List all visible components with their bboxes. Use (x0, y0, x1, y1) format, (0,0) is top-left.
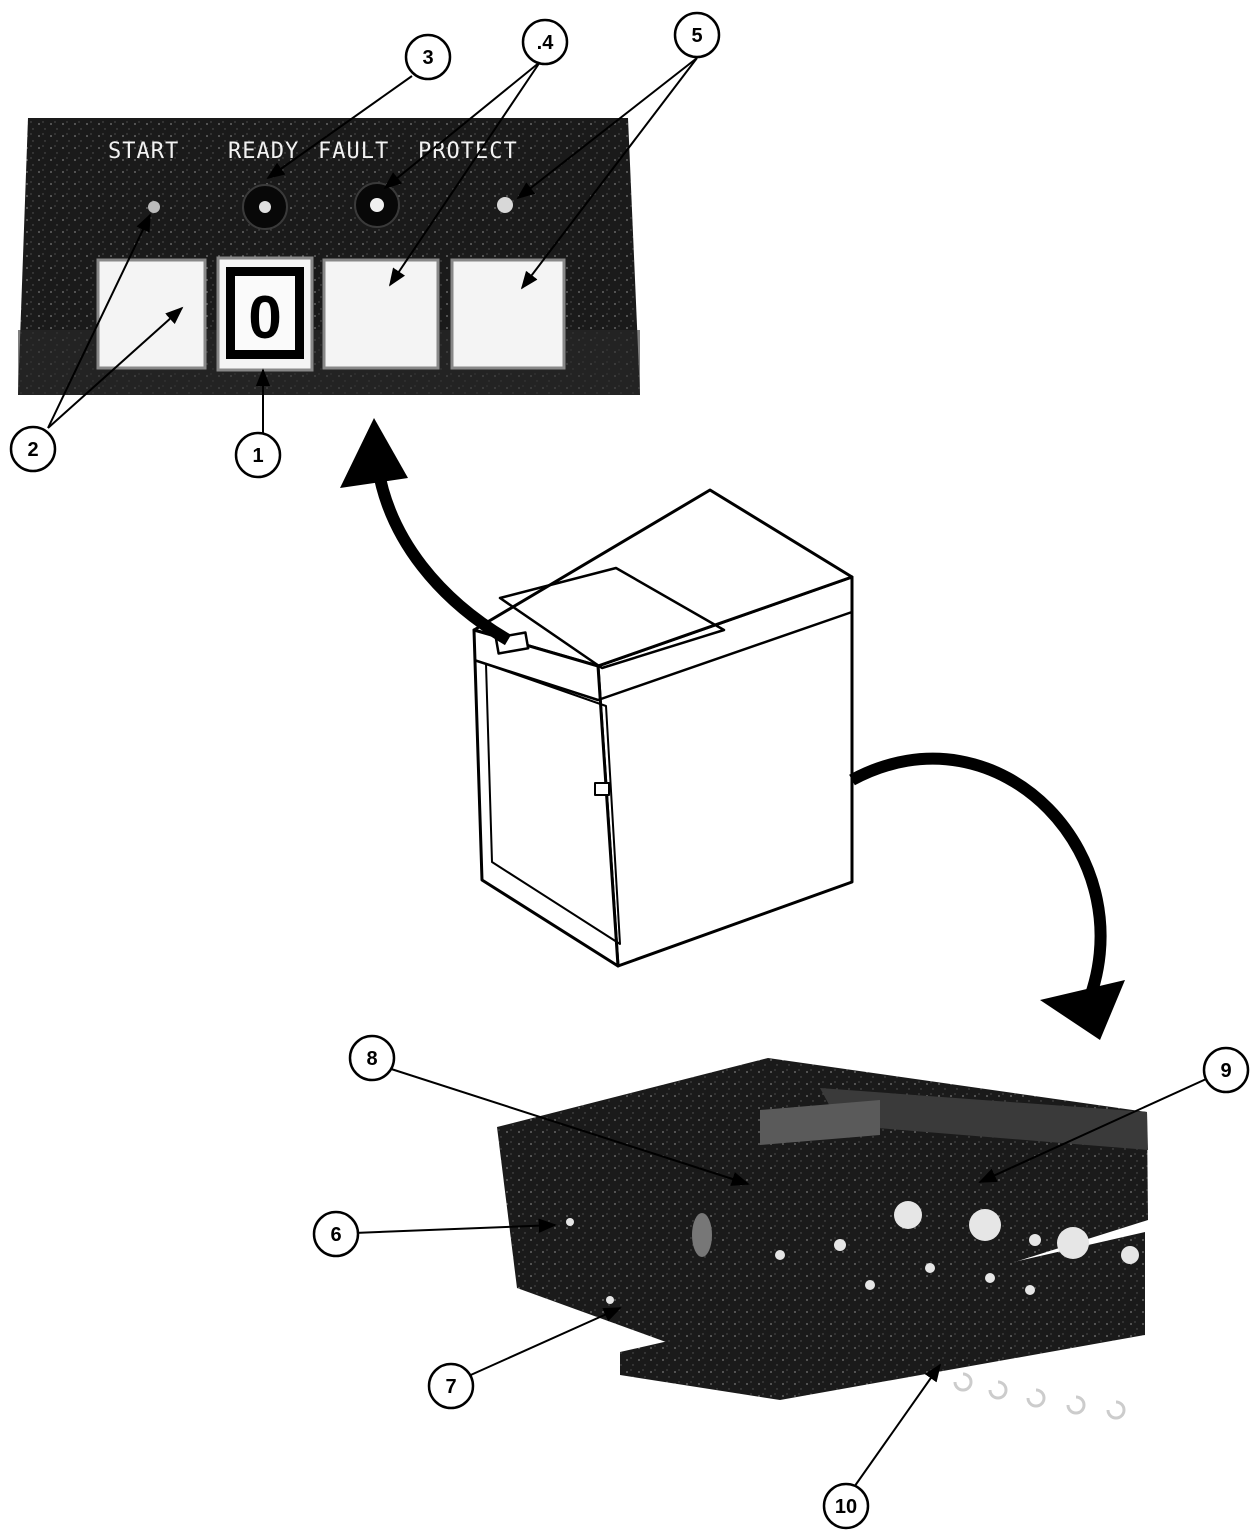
display-window: 0 (218, 258, 312, 370)
label-fault: FAULT (318, 139, 389, 164)
rear-knob (692, 1213, 712, 1257)
lamp-ready (243, 185, 287, 229)
curved-arrow-to-panel (340, 418, 508, 640)
svg-text:8: 8 (366, 1048, 377, 1070)
rear-hooks (955, 1374, 1124, 1418)
svg-text:.4: .4 (537, 32, 555, 54)
curved-arrow-to-rear (852, 759, 1125, 1040)
svg-text:2: 2 (27, 439, 38, 461)
lamp-fault (355, 183, 399, 227)
cabinet (474, 490, 852, 966)
lamp-protect (497, 197, 513, 213)
callout-5: 5 (675, 13, 719, 57)
svg-text:9: 9 (1220, 1060, 1231, 1082)
callout-6: 6 (314, 1212, 358, 1256)
lamp-start (148, 201, 160, 213)
svg-text:3: 3 (422, 47, 433, 69)
label-start: START (108, 139, 179, 164)
display-digit: 0 (248, 284, 281, 351)
label-ready: READY (228, 139, 299, 164)
protect-button[interactable] (452, 260, 564, 368)
callout-10: 10 (824, 1484, 868, 1528)
callout-9: 9 (1204, 1048, 1248, 1092)
callout-8: 8 (350, 1036, 394, 1080)
svg-text:5: 5 (691, 25, 702, 47)
callout-2: 2 (11, 427, 55, 471)
callout-3: 3 (406, 35, 450, 79)
fault-button[interactable] (324, 260, 438, 368)
callout-1: 1 (236, 433, 280, 477)
callout-7: 7 (429, 1364, 473, 1408)
start-button[interactable] (98, 260, 205, 368)
svg-text:1: 1 (252, 445, 263, 467)
svg-text:10: 10 (835, 1496, 857, 1518)
svg-text:7: 7 (445, 1376, 456, 1398)
callout-4: .4 (523, 20, 567, 64)
label-protect: PROTECT (418, 139, 518, 164)
rear-panel (497, 1058, 1148, 1418)
svg-text:6: 6 (330, 1224, 341, 1246)
